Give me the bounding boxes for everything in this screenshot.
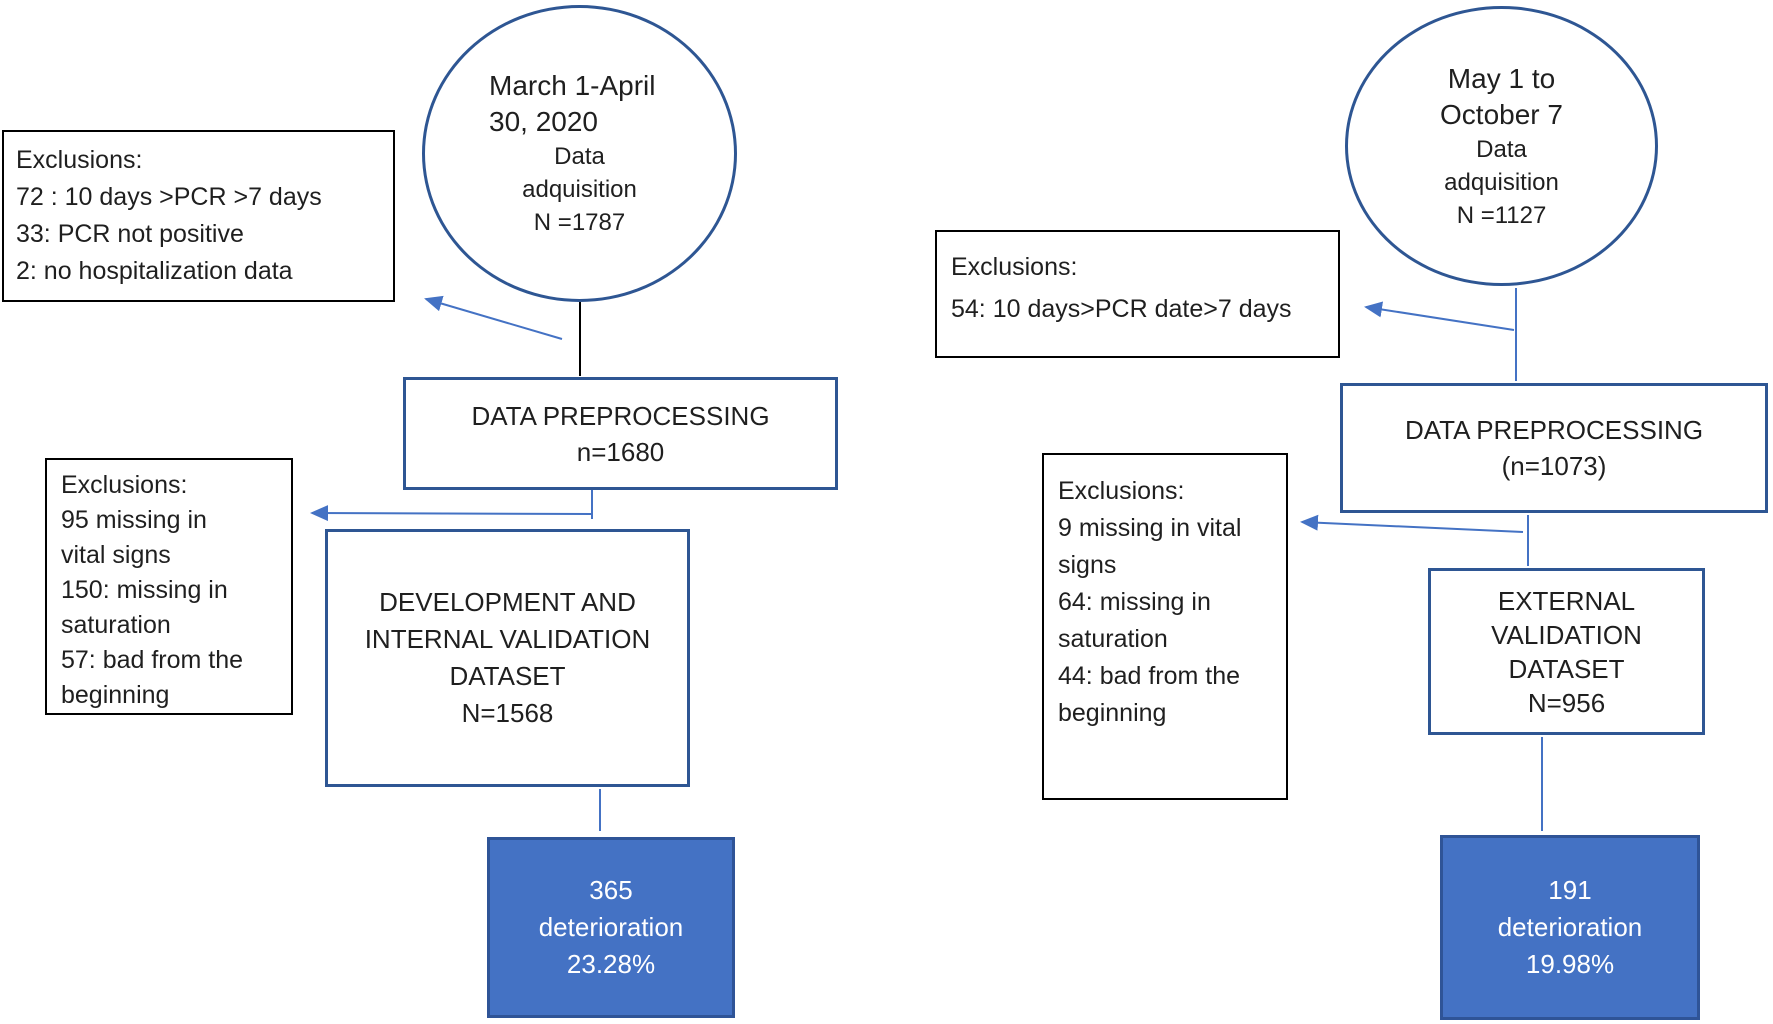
text-line: 33: PCR not positive — [16, 220, 244, 248]
text-line: May 1 to — [1447, 62, 1556, 94]
data-preprocessing-box-left: DATA PREPROCESSING n=1680 — [403, 377, 838, 490]
text-line: Exclusions: — [61, 471, 188, 499]
text-line: DEVELOPMENT AND — [379, 587, 636, 617]
text-line: 9 missing in vital — [1058, 514, 1242, 542]
text-line: Exclusions: — [1058, 477, 1185, 505]
text-line: adquisition — [522, 176, 637, 203]
text-line: Exclusions: — [951, 253, 1078, 281]
text-line: Data — [554, 143, 605, 170]
text-line: EXTERNAL — [1497, 585, 1636, 616]
text-line: INTERNAL VALIDATION — [364, 624, 651, 654]
text-line: N =1127 — [1456, 201, 1547, 229]
deterioration-outcome-box-right: 191 deterioration 19.98% — [1440, 835, 1700, 1020]
text-line: 365 — [589, 875, 633, 905]
text-line: DATASET — [1508, 653, 1625, 684]
text-line: 64: missing in — [1058, 588, 1211, 616]
text-line: saturation — [61, 611, 171, 639]
text-line: N=956 — [1527, 687, 1606, 718]
text-line: N =1787 — [533, 209, 626, 236]
arrow-to-exclusions-mid-left — [310, 505, 593, 522]
exclusions-box-mid-left: Exclusions: 95 missing in vital signs 150: … — [45, 458, 293, 715]
text-line: 57: bad from the — [61, 646, 244, 674]
text-line: Data — [1476, 135, 1527, 163]
text-line: 54: 10 days>PCR date>7 days — [951, 295, 1292, 323]
text-line: 150: missing in — [61, 576, 228, 604]
text-line: DATA PREPROCESSING — [471, 400, 770, 431]
text-line: 23.28% — [566, 949, 656, 979]
deterioration-outcome-box-left: 365 deterioration 23.28% — [487, 837, 735, 1018]
arrow-to-exclusions-top-right — [1364, 301, 1515, 331]
text-line: adquisition — [1444, 168, 1559, 196]
text-line: n=1680 — [576, 436, 665, 467]
exclusions-box-mid-right: Exclusions: 9 missing in vital signs 64: mi… — [1042, 453, 1288, 800]
text-line: VALIDATION — [1491, 619, 1642, 650]
text-line: saturation — [1058, 625, 1168, 653]
arrow-to-exclusions-top-left — [424, 295, 563, 340]
text-line: 191 — [1548, 875, 1592, 905]
text-line: 2: no hospitalization data — [16, 257, 293, 285]
text-line: 30, 2020 — [489, 106, 598, 137]
arrow-to-exclusions-mid-right — [1300, 514, 1524, 533]
exclusions-box-top-left: Exclusions: 72 : 10 days >PCR >7 days 33: … — [2, 130, 395, 302]
text-line: DATA PREPROCESSING — [1404, 415, 1704, 445]
text-line: Exclusions: — [16, 146, 143, 174]
text-line: (n=1073) — [1501, 451, 1607, 481]
text-line: signs — [1058, 551, 1117, 579]
text-line: 19.98% — [1525, 949, 1615, 979]
text-line: 72 : 10 days >PCR >7 days — [16, 183, 322, 211]
text-line: DATASET — [449, 661, 566, 691]
text-line: deterioration — [538, 912, 684, 942]
text-line: October 7 — [1440, 98, 1563, 130]
text-line: 44: bad from the — [1058, 662, 1241, 690]
development-internal-validation-dataset-box: DEVELOPMENT AND INTERNAL VALIDATION DATASE… — [325, 529, 690, 787]
text-line: beginning — [1058, 699, 1167, 727]
data-acquisition-circle-right: May 1 to October 7 Data adquisition N =1127 — [1345, 6, 1658, 286]
text-line: deterioration — [1497, 912, 1643, 942]
text-line: 95 missing in — [61, 506, 207, 534]
exclusions-box-top-right: Exclusions: 54: 10 days>PCR date>7 days — [935, 230, 1340, 358]
text-line: March 1-April — [489, 70, 656, 101]
text-line: N=1568 — [461, 698, 554, 728]
text-line: beginning — [61, 681, 170, 709]
text-line: vital signs — [61, 541, 171, 569]
data-preprocessing-box-right: DATA PREPROCESSING (n=1073) — [1340, 383, 1768, 513]
